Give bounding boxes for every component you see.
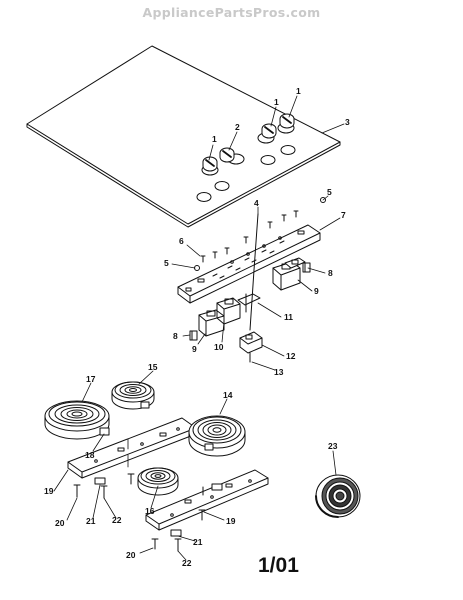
screw [243, 236, 249, 244]
callout-label: 8 [173, 331, 178, 341]
callout-label: 20 [55, 518, 65, 528]
screw [127, 473, 135, 485]
callout-label: 20 [126, 550, 136, 560]
radiant-element-small [111, 381, 155, 410]
callout-label: 1 [274, 97, 279, 107]
radiant-element-large [44, 400, 110, 440]
screw [293, 210, 299, 218]
radiant-element-large [188, 415, 246, 457]
callout-label: 6 [179, 236, 184, 246]
knob-hole [260, 155, 276, 165]
screw [200, 255, 206, 263]
callout-label: 18 [85, 450, 95, 460]
callout-label: 12 [286, 351, 296, 361]
callout-label: 1 [212, 134, 217, 144]
callout-label: 7 [341, 210, 346, 220]
screw [73, 484, 81, 498]
leader-lines [171, 95, 345, 371]
callout-labels: 1 2 1 1 3 4 5 7 6 5 8 9 11 8 9 10 12 13 … [44, 86, 350, 568]
control-knob [279, 113, 295, 129]
wire-lead [249, 213, 259, 331]
infinite-switch [198, 309, 225, 337]
callout-label: 1 [296, 86, 301, 96]
switch-clip [189, 330, 198, 341]
control-knob [219, 147, 235, 163]
callout-label: 4 [254, 198, 259, 208]
radiant-element-small [137, 467, 179, 496]
screw [212, 251, 218, 259]
leader-lines [53, 370, 337, 561]
callout-label: 11 [284, 312, 293, 322]
screws-lower [73, 473, 206, 552]
callout-label: 22 [112, 515, 122, 525]
callout-label: 23 [328, 441, 338, 451]
callout-label: 19 [226, 516, 236, 526]
terminal-cover [211, 483, 223, 491]
callout-label: 21 [86, 516, 96, 526]
switch-clip [302, 262, 311, 273]
callout-label: 21 [193, 537, 203, 547]
screw [151, 538, 159, 550]
callout-label: 15 [148, 362, 158, 372]
callout-label: 22 [182, 558, 192, 568]
screw [281, 214, 287, 222]
control-knob [202, 156, 218, 172]
terminal-cover [170, 529, 182, 537]
terminal-cover [94, 477, 106, 485]
infinite-switch [284, 257, 306, 269]
control-knob [261, 123, 277, 139]
knob-hole [196, 192, 212, 202]
callout-label: 3 [345, 117, 350, 127]
callout-label: 16 [145, 506, 155, 516]
control-knobs [202, 113, 295, 172]
callout-label: 8 [328, 268, 333, 278]
callout-label: 2 [235, 122, 240, 132]
callout-label: 5 [327, 187, 332, 197]
callout-label: 5 [164, 258, 169, 268]
callout-label: 9 [314, 286, 319, 296]
callout-label: 14 [223, 390, 233, 400]
infinite-switch [216, 297, 241, 325]
screw [224, 247, 230, 255]
callout-label: 19 [44, 486, 54, 496]
bracket-hole [262, 244, 266, 248]
bracket-hole [230, 260, 234, 264]
terminal-block [239, 331, 263, 363]
knob-hole [214, 181, 230, 191]
indicator-light-label [237, 293, 261, 313]
revision-date: 1/01 [258, 554, 299, 577]
callout-label: 13 [274, 367, 284, 377]
bracket-slot [297, 230, 305, 235]
callout-label: 10 [214, 342, 224, 352]
bracket-hole [278, 236, 282, 240]
screw [174, 538, 182, 552]
control-panel-bracket [177, 224, 321, 304]
callout-label: 17 [86, 374, 96, 384]
bracket-tab [185, 287, 192, 292]
cooktop-glass-top [26, 45, 341, 228]
bracket-hole [246, 252, 250, 256]
watermark: AppliancePartsPros.com [142, 5, 321, 20]
screw [267, 221, 273, 229]
callout-label: 9 [192, 344, 197, 354]
bracket-slot [197, 278, 205, 283]
screw [198, 509, 206, 521]
knob-hole [280, 145, 296, 155]
screw [100, 485, 108, 499]
radiant-element-replacement [315, 474, 361, 518]
